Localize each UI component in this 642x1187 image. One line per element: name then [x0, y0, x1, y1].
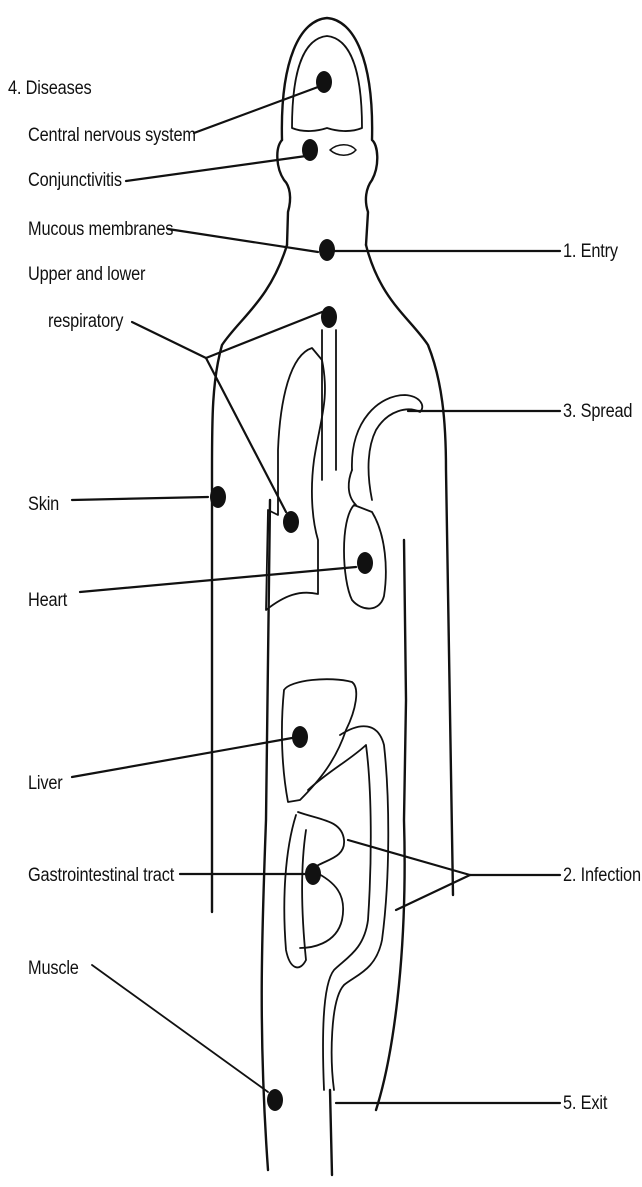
infection-leader-b	[396, 875, 470, 910]
dot-mucous	[319, 239, 335, 261]
respiratory-leader-a	[132, 322, 206, 358]
colon-inner	[308, 745, 371, 1090]
colon-ascending	[332, 726, 389, 1090]
dot-respiratory-lower	[283, 511, 299, 533]
skin-leader	[72, 497, 208, 500]
label-mucous: Mucous membranes	[28, 219, 173, 241]
label-exit: 5. Exit	[563, 1093, 607, 1115]
label-respiratory-line2: respiratory	[48, 311, 123, 333]
right-torso-side	[376, 540, 406, 1110]
label-skin: Skin	[28, 494, 59, 516]
label-infection: 2. Infection	[563, 865, 641, 887]
dot-heart	[357, 552, 373, 574]
muscle-leader	[92, 965, 268, 1092]
heart-leader	[80, 567, 356, 592]
label-conjunctivitis: Conjunctivitis	[28, 170, 122, 192]
dot-liver	[292, 726, 308, 748]
label-heart: Heart	[28, 590, 67, 612]
leg-inner-line	[330, 1090, 332, 1175]
dot-respiratory-upper	[321, 306, 337, 328]
label-muscle: Muscle	[28, 958, 79, 980]
dot-gi	[305, 863, 321, 885]
right-shoulder-arm	[366, 245, 453, 895]
label-liver: Liver	[28, 773, 63, 795]
label-respiratory-line1: Upper and lower	[28, 264, 145, 286]
eye-shape	[330, 145, 356, 156]
aorta-inner	[349, 470, 356, 505]
dot-cns	[316, 71, 332, 93]
dot-skin	[210, 486, 226, 508]
label-entry: 1. Entry	[563, 241, 618, 263]
label-gi: Gastrointestinal tract	[28, 865, 174, 887]
head-outline	[282, 18, 377, 245]
large-intestine	[284, 815, 306, 967]
label-spread: 3. Spread	[563, 401, 632, 423]
dot-conjunctivitis	[302, 139, 318, 161]
dot-muscle	[267, 1089, 283, 1111]
label-cns: Central nervous system	[28, 125, 196, 147]
liver-leader	[72, 738, 292, 777]
cns-leader	[194, 87, 318, 133]
diseases-heading: 4. Diseases	[8, 78, 91, 100]
head-left-lower	[277, 140, 290, 245]
body-outline	[212, 18, 453, 1175]
mucous-leader	[168, 229, 318, 252]
